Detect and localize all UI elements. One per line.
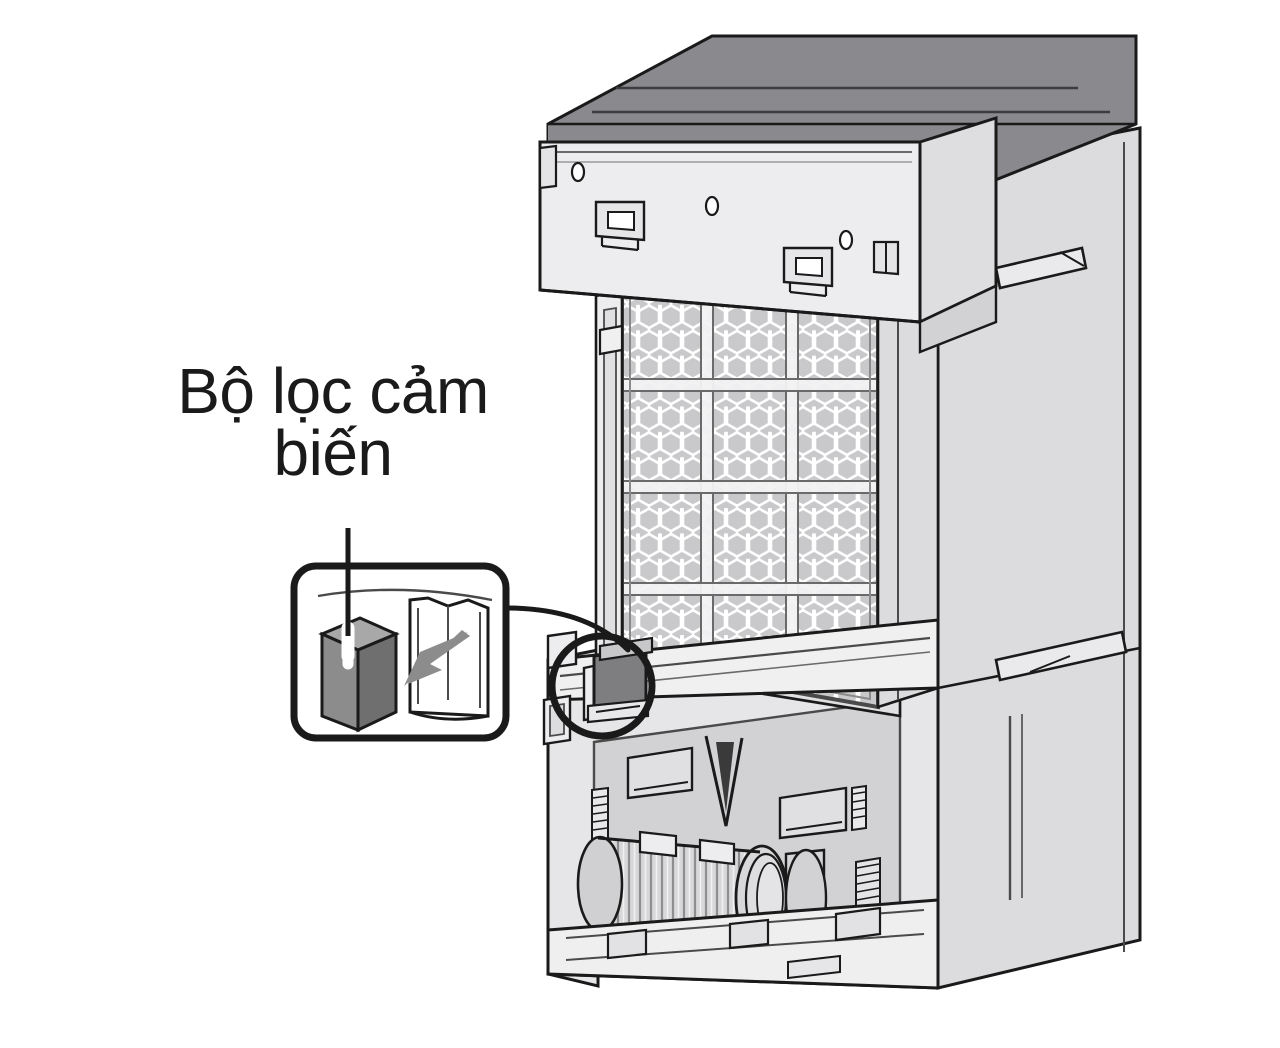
head-left-tab bbox=[538, 144, 558, 190]
callout-leader-curve bbox=[503, 605, 631, 653]
base-bracket-1 bbox=[606, 928, 648, 960]
filter-rail-hook-left bbox=[598, 324, 624, 356]
head-latch-left[interactable] bbox=[594, 200, 646, 252]
interior-vent-left bbox=[626, 746, 694, 800]
head-latch-right[interactable] bbox=[782, 246, 834, 298]
interior-vent-right bbox=[778, 786, 848, 840]
inset-sensor-filter-part[interactable] bbox=[318, 616, 400, 733]
lower-side-handle[interactable] bbox=[994, 630, 1128, 682]
interior-comb-vent bbox=[855, 856, 881, 914]
base-bracket-2 bbox=[728, 918, 770, 950]
upper-side-handle[interactable] bbox=[994, 246, 1088, 290]
filter-bay-left-groove bbox=[603, 306, 617, 652]
highlight-circle bbox=[548, 632, 656, 740]
head-hole-right bbox=[838, 229, 854, 251]
appliance-body bbox=[538, 34, 1142, 990]
sensor-filter-detail-inset bbox=[290, 562, 510, 742]
insertion-arrow-head bbox=[404, 632, 468, 686]
appliance-base-tray bbox=[546, 898, 940, 990]
interior-v-fill bbox=[716, 742, 734, 812]
head-double-slot bbox=[872, 240, 900, 276]
interior-slot-strip bbox=[591, 786, 609, 843]
drum-tab-left bbox=[638, 830, 678, 858]
left-rail-latch-lower bbox=[546, 630, 578, 670]
left-rail-latch-upper bbox=[542, 694, 572, 746]
insertion-arrow-icon bbox=[408, 630, 470, 684]
interior-slot-strip-right bbox=[851, 784, 867, 832]
interior-v-divider bbox=[704, 735, 744, 827]
head-body-shade bbox=[918, 284, 998, 354]
drum-tab-right bbox=[698, 838, 736, 866]
head-hole-left bbox=[570, 161, 586, 183]
base-foot bbox=[787, 954, 841, 980]
head-bottom-edge bbox=[539, 288, 921, 324]
head-hole-center bbox=[704, 195, 720, 217]
sensor-slot-base bbox=[586, 698, 650, 724]
base-bracket-3 bbox=[834, 906, 882, 942]
